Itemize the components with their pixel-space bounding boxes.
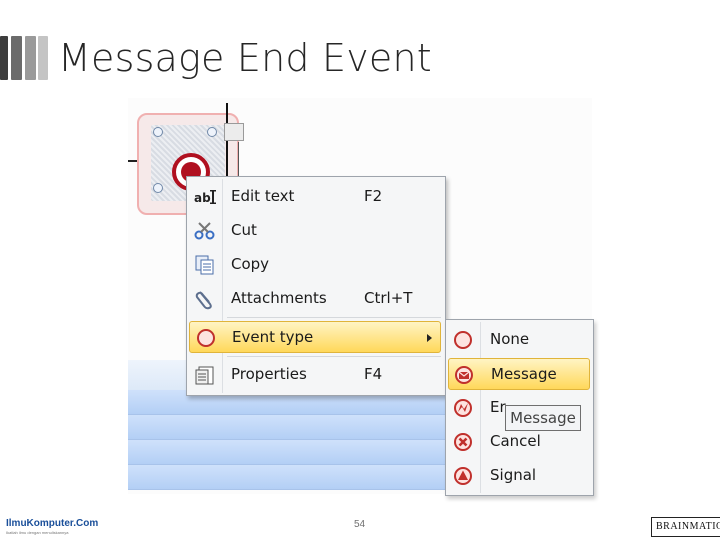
circle-icon: [197, 329, 215, 347]
menu-item-edit-text[interactable]: ab Edit text F2: [189, 181, 441, 213]
submenu-item-message[interactable]: Message: [448, 358, 590, 390]
menu-separator: [227, 317, 441, 318]
menu-item-event-type[interactable]: Event type: [189, 321, 441, 353]
footer-right-logo: BRAINMATICS: [651, 517, 720, 537]
error-event-icon: [454, 399, 472, 417]
menu-item-label: Properties: [231, 365, 307, 383]
menu-item-label: Copy: [231, 255, 270, 273]
footer-left-logo: IlmuKomputer.Com Ikatlah ilmu dengan men…: [6, 518, 98, 535]
submenu-arrow-icon: [427, 334, 432, 342]
submenu-item-cancel[interactable]: Cancel: [448, 426, 590, 458]
resize-handle[interactable]: [207, 127, 217, 137]
signal-event-icon: [454, 467, 472, 485]
menu-item-shortcut: F2: [364, 187, 383, 205]
menu-item-label: Edit text: [231, 187, 295, 205]
submenu-item-label: None: [490, 330, 530, 348]
submenu-item-label: Cancel: [490, 432, 541, 450]
footer-left-logo-text: IlmuKomputer.Com: [6, 518, 99, 529]
connector-handle[interactable]: [224, 123, 244, 141]
properties-icon: [195, 366, 214, 385]
menu-item-shortcut: F4: [364, 365, 383, 383]
resize-handle[interactable]: [153, 183, 163, 193]
submenu-item-signal[interactable]: Signal: [448, 460, 590, 492]
edit-text-icon: ab: [194, 190, 216, 205]
context-menu: ab Edit text F2 Cut Copy A: [186, 176, 446, 396]
footer-left-tagline: Ikatlah ilmu dengan menuliskannya: [6, 530, 69, 535]
svg-text:ab: ab: [194, 191, 211, 205]
resize-handle[interactable]: [153, 127, 163, 137]
submenu-item-label: Message: [491, 365, 557, 383]
none-event-icon: [454, 331, 472, 349]
submenu-item-none[interactable]: None: [448, 324, 590, 356]
menu-separator: [227, 356, 441, 357]
copy-icon: [195, 255, 214, 275]
slide-title: Message End Event: [58, 36, 432, 80]
menu-item-cut[interactable]: Cut: [189, 215, 441, 247]
cancel-event-icon: [454, 433, 472, 451]
menu-item-properties[interactable]: Properties F4: [189, 359, 441, 391]
menu-item-label: Event type: [232, 328, 314, 346]
menu-item-shortcut: Ctrl+T: [364, 289, 413, 307]
tooltip: Message: [505, 405, 581, 431]
title-decoration-bars: [0, 36, 50, 80]
submenu-item-label: Er: [490, 398, 506, 416]
submenu-item-label: Signal: [490, 466, 537, 484]
menu-item-label: Attachments: [231, 289, 327, 307]
scissors-icon: [194, 222, 215, 240]
paperclip-icon: [195, 291, 212, 310]
message-event-icon: [455, 366, 473, 384]
submenu-item-error[interactable]: Er: [448, 392, 590, 424]
menu-item-copy[interactable]: Copy: [189, 249, 441, 281]
connector-line: [226, 103, 228, 203]
page-number: 54: [354, 519, 366, 530]
connector-line: [238, 142, 239, 182]
menu-item-label: Cut: [231, 221, 257, 239]
menu-item-attachments[interactable]: Attachments Ctrl+T: [189, 283, 441, 315]
